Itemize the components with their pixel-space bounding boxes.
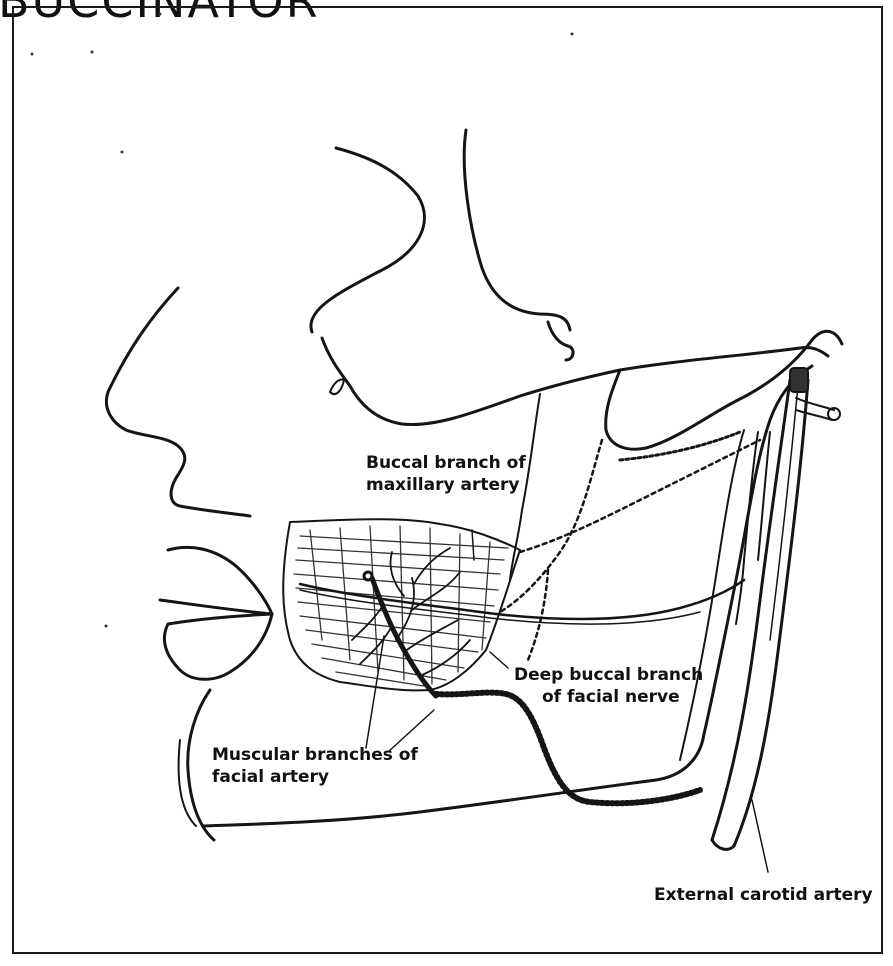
lip-line <box>160 600 272 614</box>
leader-external-carotid <box>752 800 768 872</box>
facial-nerve-deep-buccal <box>300 580 744 619</box>
carotid-top-stub <box>790 368 808 392</box>
face-profile-outline <box>106 288 250 516</box>
maxillary-dotted-lower <box>528 570 548 660</box>
zygomatic-line <box>322 338 828 425</box>
nose-wing-mark <box>330 380 344 395</box>
facial-artery-branches <box>352 548 470 676</box>
facial-artery-end <box>364 572 372 580</box>
lower-lip <box>164 614 272 679</box>
label-external-carotid-artery: External carotid artery <box>654 884 873 906</box>
facial-artery-course <box>436 693 700 804</box>
external-carotid-bottom <box>712 840 734 849</box>
leader-buccal-maxillary <box>472 530 474 560</box>
label-muscular-branches-facial-artery: Muscular branches of facial artery <box>212 744 418 788</box>
speckles <box>31 13 574 628</box>
brow-line-right <box>464 130 570 330</box>
chin-outline <box>188 690 214 840</box>
external-carotid-left-wall <box>712 380 790 840</box>
maxillary-tube-upper <box>736 432 758 624</box>
external-carotid-right-wall <box>734 380 808 846</box>
label-deep-buccal-branch-facial-nerve: Deep buccal branch of facial nerve <box>514 664 703 708</box>
label-buccal-branch-maxillary-artery: Buccal branch of maxillary artery <box>366 452 526 496</box>
brow-line-left <box>311 148 425 332</box>
maxillary-buccal-dotted-2 <box>620 432 740 460</box>
leader-deep-buccal-nerve <box>490 652 508 668</box>
